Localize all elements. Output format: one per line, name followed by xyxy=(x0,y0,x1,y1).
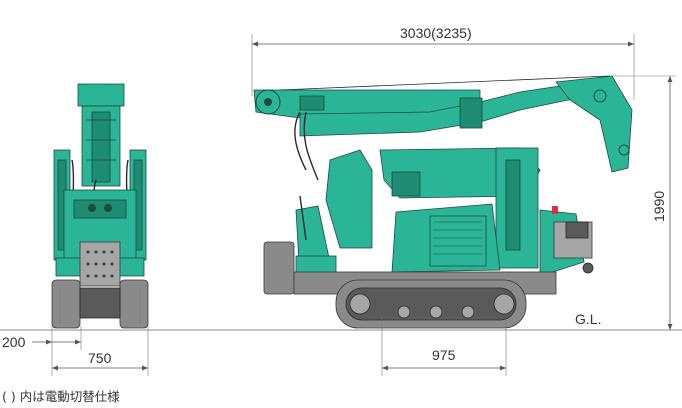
front-width-label: 750 xyxy=(88,350,112,366)
height-label: 1990 xyxy=(651,191,667,222)
side-dimensions xyxy=(251,34,676,376)
front-offset-label: 200 xyxy=(2,334,26,350)
front-view-machine xyxy=(51,83,149,329)
side-view-machine xyxy=(253,75,633,329)
front-dimensions xyxy=(32,326,149,376)
track-length-label: 975 xyxy=(432,347,456,363)
overall-length-label: 3030(3235) xyxy=(400,25,472,41)
ground-level-label: G.L. xyxy=(575,311,601,327)
footnote: ( ) 内は電動切替仕様 xyxy=(2,389,120,404)
